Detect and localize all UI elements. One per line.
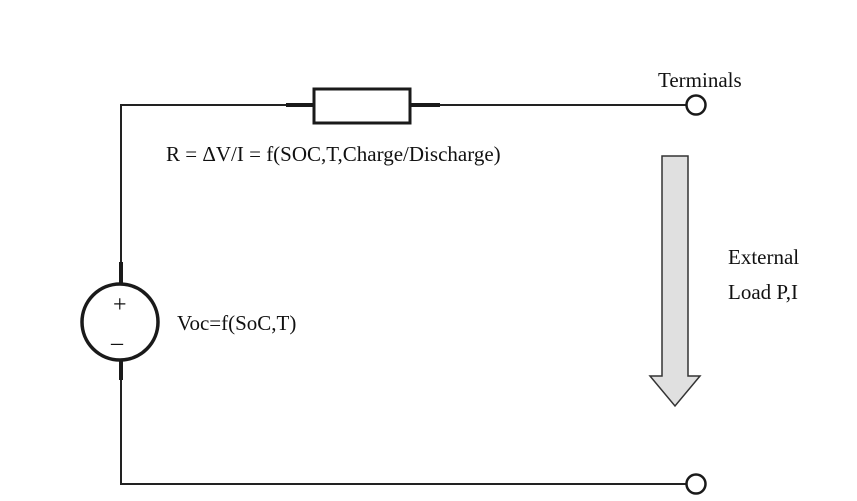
terminals-label: Terminals [658, 68, 742, 92]
bottom-wire [120, 380, 686, 485]
top-wire-left [120, 104, 288, 262]
top-terminal [685, 94, 707, 116]
voltage-source-label: Voc=f(SoC,T) [177, 311, 296, 335]
bottom-terminal [685, 473, 707, 495]
voltage-source [80, 282, 160, 362]
external-load-arrow [648, 155, 702, 408]
resistor [312, 87, 412, 125]
resistor-equation: R = ΔV/I = f(SOC,T,Charge/Discharge) [166, 142, 501, 166]
external-load-label-line1: External [728, 245, 799, 269]
source-minus-sign: – [110, 330, 124, 356]
source-plus-sign: + [113, 292, 127, 318]
external-load-label-line2: Load P,I [728, 280, 798, 304]
